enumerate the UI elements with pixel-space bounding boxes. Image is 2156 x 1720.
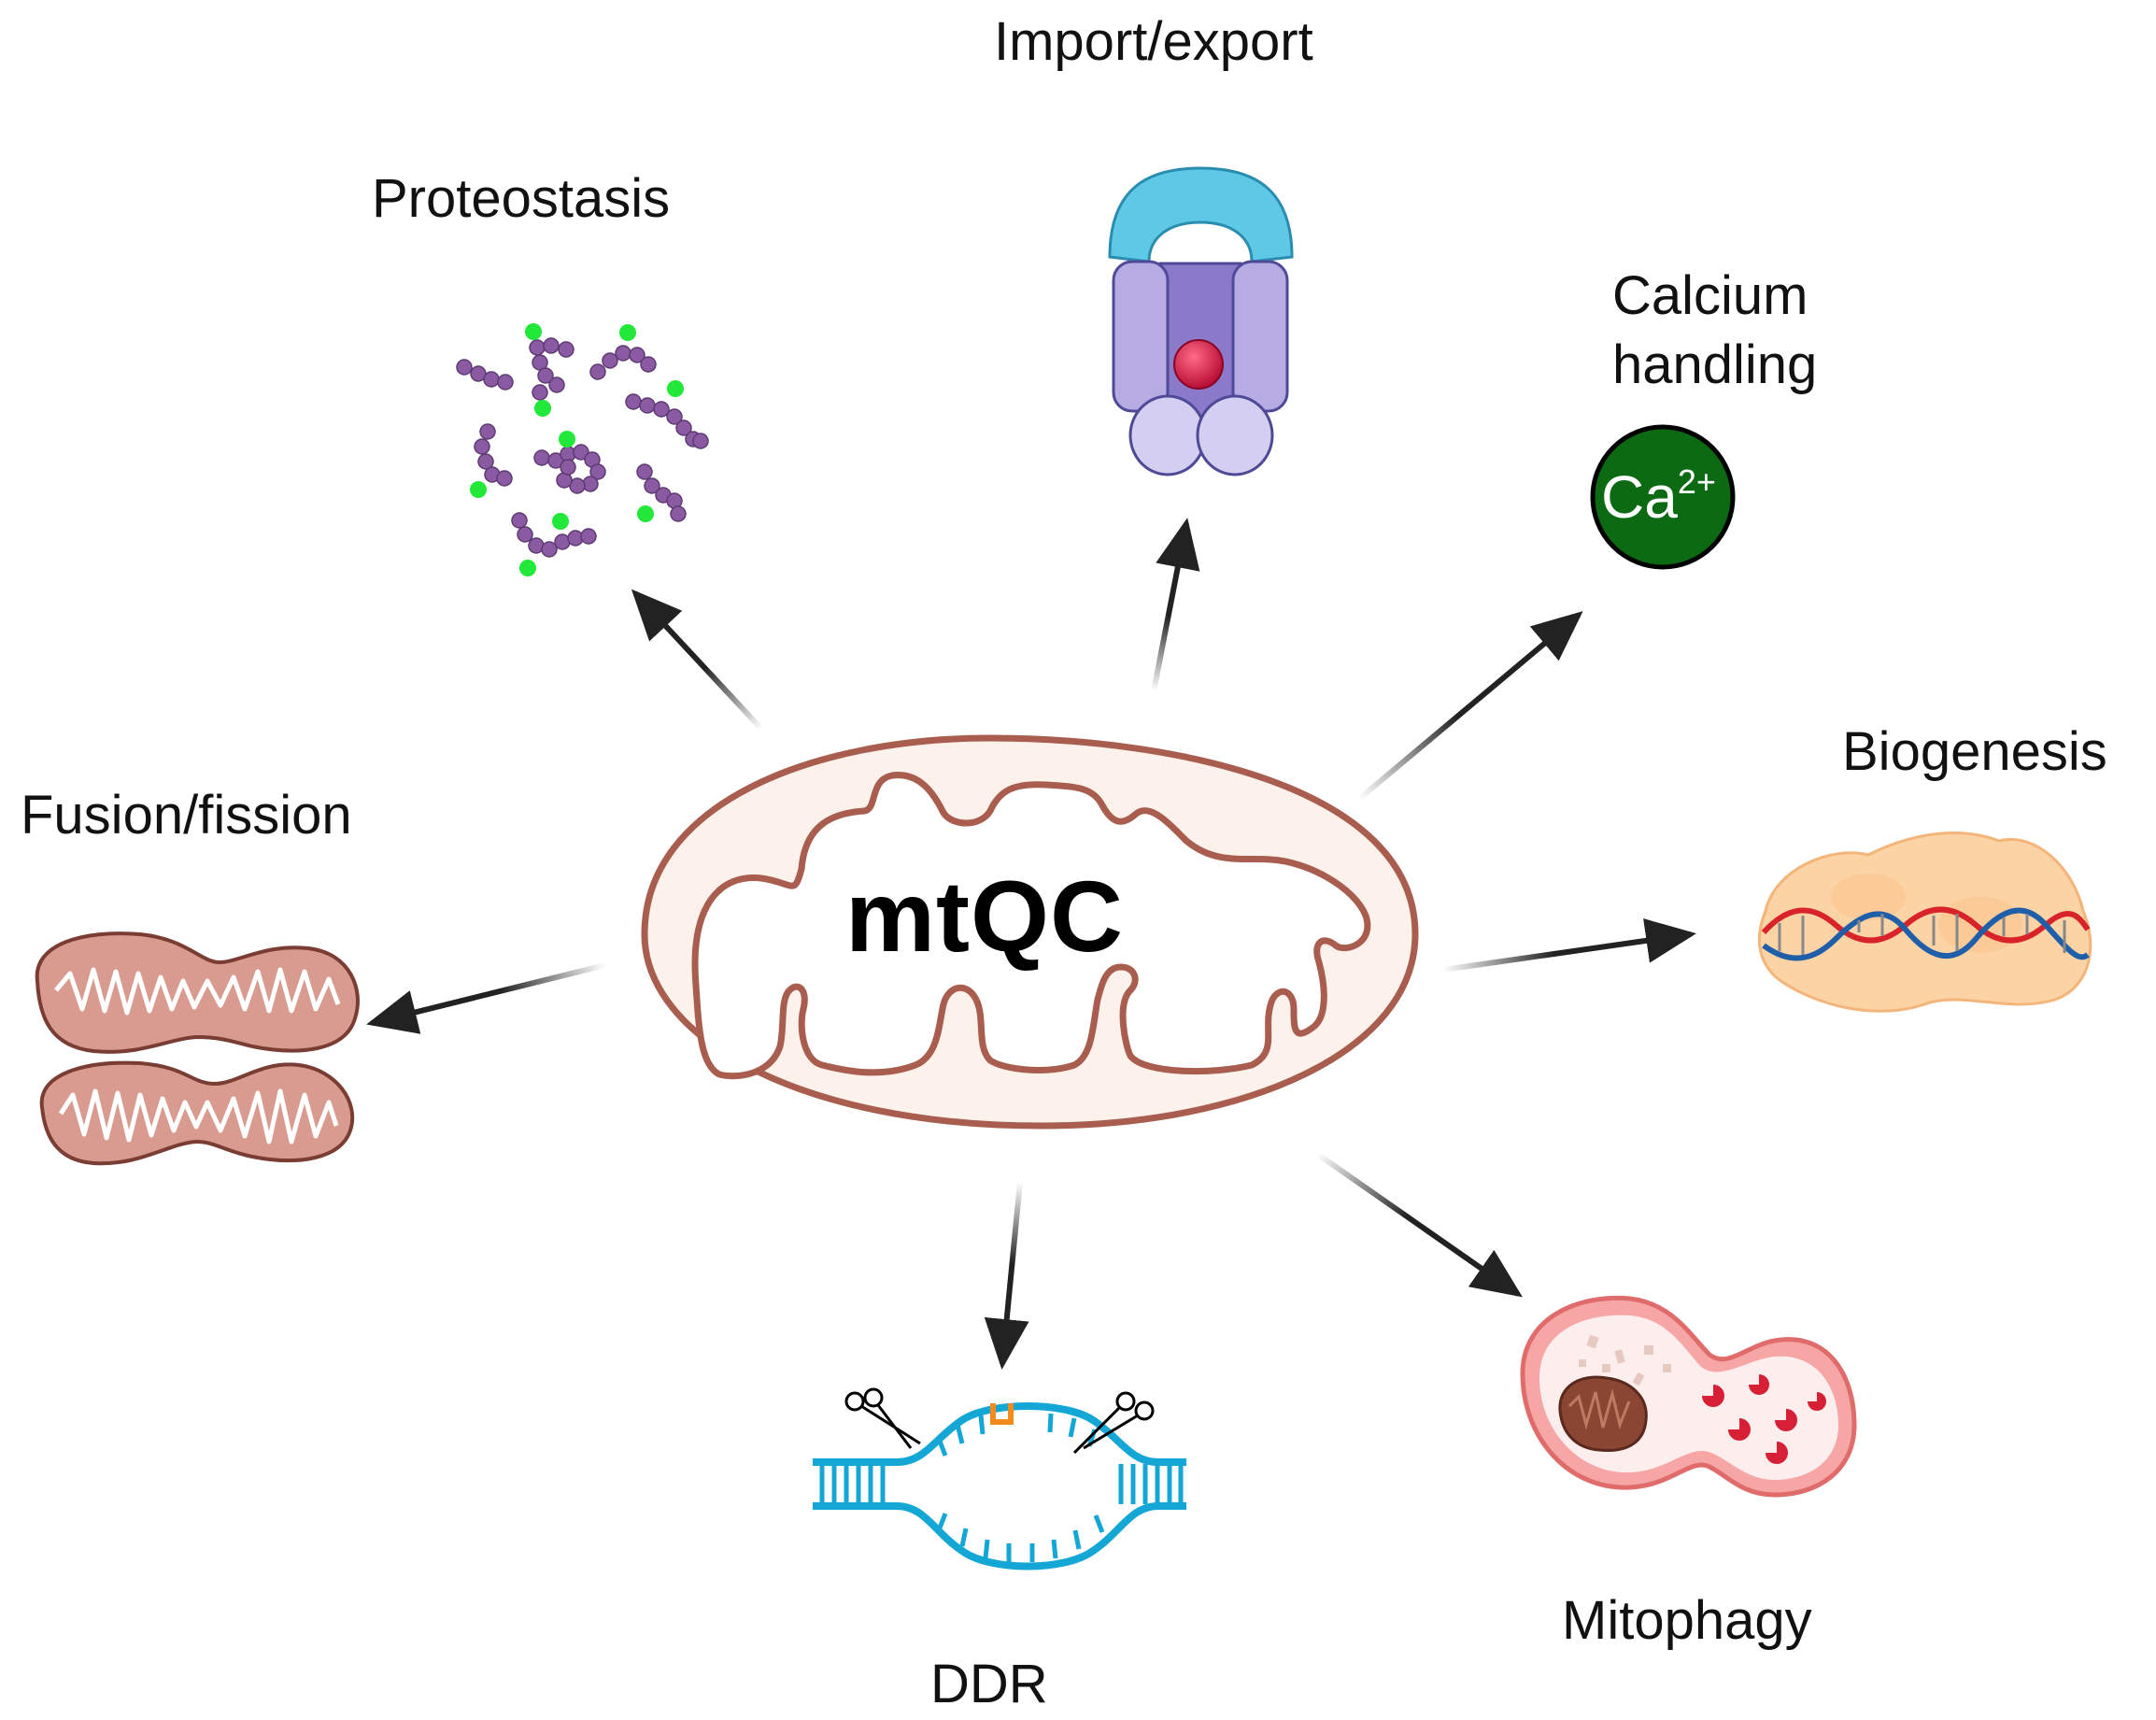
protein-aggregate-icon [456, 323, 709, 576]
mitochondrion-icon [641, 734, 1419, 1130]
label-mitophagy: Mitophagy [1562, 1590, 1812, 1651]
label-import-export: Import/export [994, 11, 1313, 72]
import-channel-icon [1108, 166, 1294, 476]
calcium-charge: 2+ [1677, 462, 1716, 501]
label-biogenesis: Biogenesis [1842, 721, 2107, 782]
arrow-to-biogenesis [1442, 918, 1696, 973]
arrow-to-proteostasis [631, 589, 764, 732]
arrow-to-import-export [1151, 518, 1200, 692]
dna-repair-icon [813, 1387, 1186, 1571]
label-fusion-fission: Fusion/fission [21, 785, 352, 846]
calcium-symbol: Ca2+ [1601, 462, 1716, 532]
label-ddr: DDR [930, 1654, 1048, 1714]
arrow-to-calcium [1357, 611, 1583, 802]
arrow-to-ddr [984, 1181, 1029, 1370]
center-label: mtQC [845, 860, 1124, 973]
calcium-ion-icon [1590, 424, 1736, 570]
arrow-to-fusion-fission [366, 962, 606, 1034]
label-calcium-line2: handling [1612, 334, 1818, 395]
calcium-element: Ca [1601, 463, 1678, 531]
arrows [366, 518, 1696, 1370]
dividing-mitochondria-icon [35, 931, 360, 1166]
arrow-to-mitophagy [1315, 1151, 1523, 1298]
label-calcium-line1: Calcium [1612, 265, 1808, 326]
autophagosome-icon [1520, 1295, 1857, 1498]
label-proteostasis: Proteostasis [372, 168, 671, 229]
dna-helix-icon [1757, 832, 2092, 1013]
